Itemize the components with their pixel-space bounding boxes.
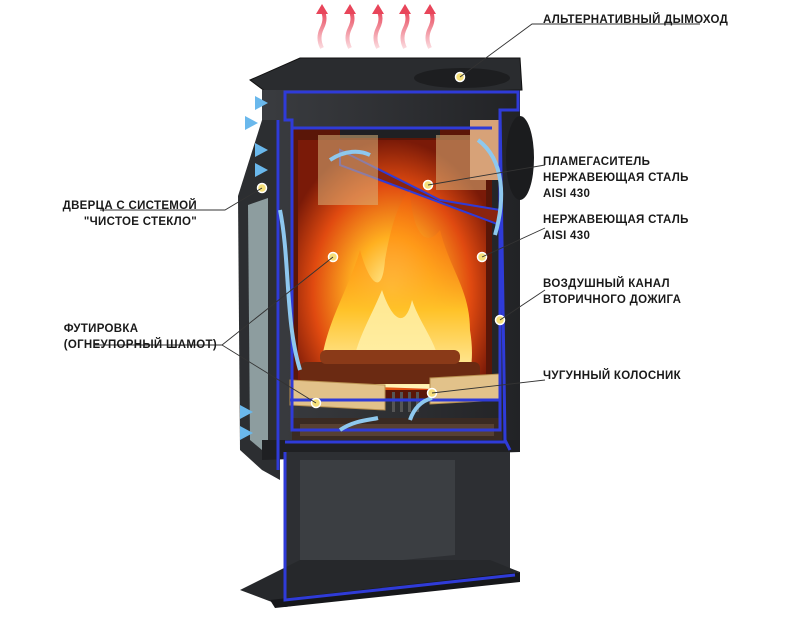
- label-flame-arrestor-line2: НЕРЖАВЕЮЩАЯ СТАЛЬ: [543, 172, 689, 184]
- label-grate-text: ЧУГУННЫЙ КОЛОСНИК: [543, 370, 681, 382]
- label-stainless-line2: AISI 430: [543, 230, 591, 242]
- label-flame-arrestor: ПЛАМЕГАСИТЕЛЬ НЕРЖАВЕЮЩАЯ СТАЛЬ AISI 430: [543, 154, 689, 202]
- label-door-line2: "ЧИСТОЕ СТЕКЛО": [83, 216, 197, 228]
- leader-lines: [95, 23, 700, 404]
- label-clean-glass-door: ДВЕРЦА С СИСТЕМОЙ "ЧИСТОЕ СТЕКЛО": [63, 198, 197, 230]
- label-lining-line1: ФУТИРОВКА: [63, 323, 139, 335]
- label-air-channel-line1: ВОЗДУШНЫЙ КАНАЛ: [543, 278, 670, 290]
- label-flame-arrestor-line1: ПЛАМЕГАСИТЕЛЬ: [543, 156, 651, 168]
- label-chamotte-lining: ФУТИРОВКА (ОГНЕУПОРНЫЙ ШАМОТ): [64, 321, 217, 353]
- label-alt-chimney: АЛЬТЕРНАТИВНЫЙ ДЫМОХОД: [543, 12, 728, 28]
- hot-air-arrows: [316, 4, 436, 49]
- label-stainless-steel: НЕРЖАВЕЮЩАЯ СТАЛЬ AISI 430: [543, 212, 689, 244]
- cutaway-outline: [276, 90, 520, 602]
- label-flame-arrestor-line3: AISI 430: [543, 188, 591, 200]
- label-lining-line2: (ОГНЕУПОРНЫЙ ШАМОТ): [63, 339, 217, 351]
- stove-body: [238, 57, 534, 608]
- grate-bars: [392, 392, 419, 412]
- label-air-channel-line2: ВТОРИЧНОГО ДОЖИГА: [543, 294, 682, 306]
- label-cast-iron-grate: ЧУГУННЫЙ КОЛОСНИК: [543, 368, 681, 384]
- cold-air-arrows: [187, 96, 504, 440]
- label-alt-chimney-text: АЛЬТЕРНАТИВНЫЙ ДЫМОХОД: [543, 14, 729, 26]
- label-air-channel: ВОЗДУШНЫЙ КАНАЛ ВТОРИЧНОГО ДОЖИГА: [543, 276, 681, 308]
- label-stainless-line1: НЕРЖАВЕЮЩАЯ СТАЛЬ: [543, 214, 689, 226]
- label-door-line1: ДВЕРЦА С СИСТЕМОЙ: [62, 200, 197, 212]
